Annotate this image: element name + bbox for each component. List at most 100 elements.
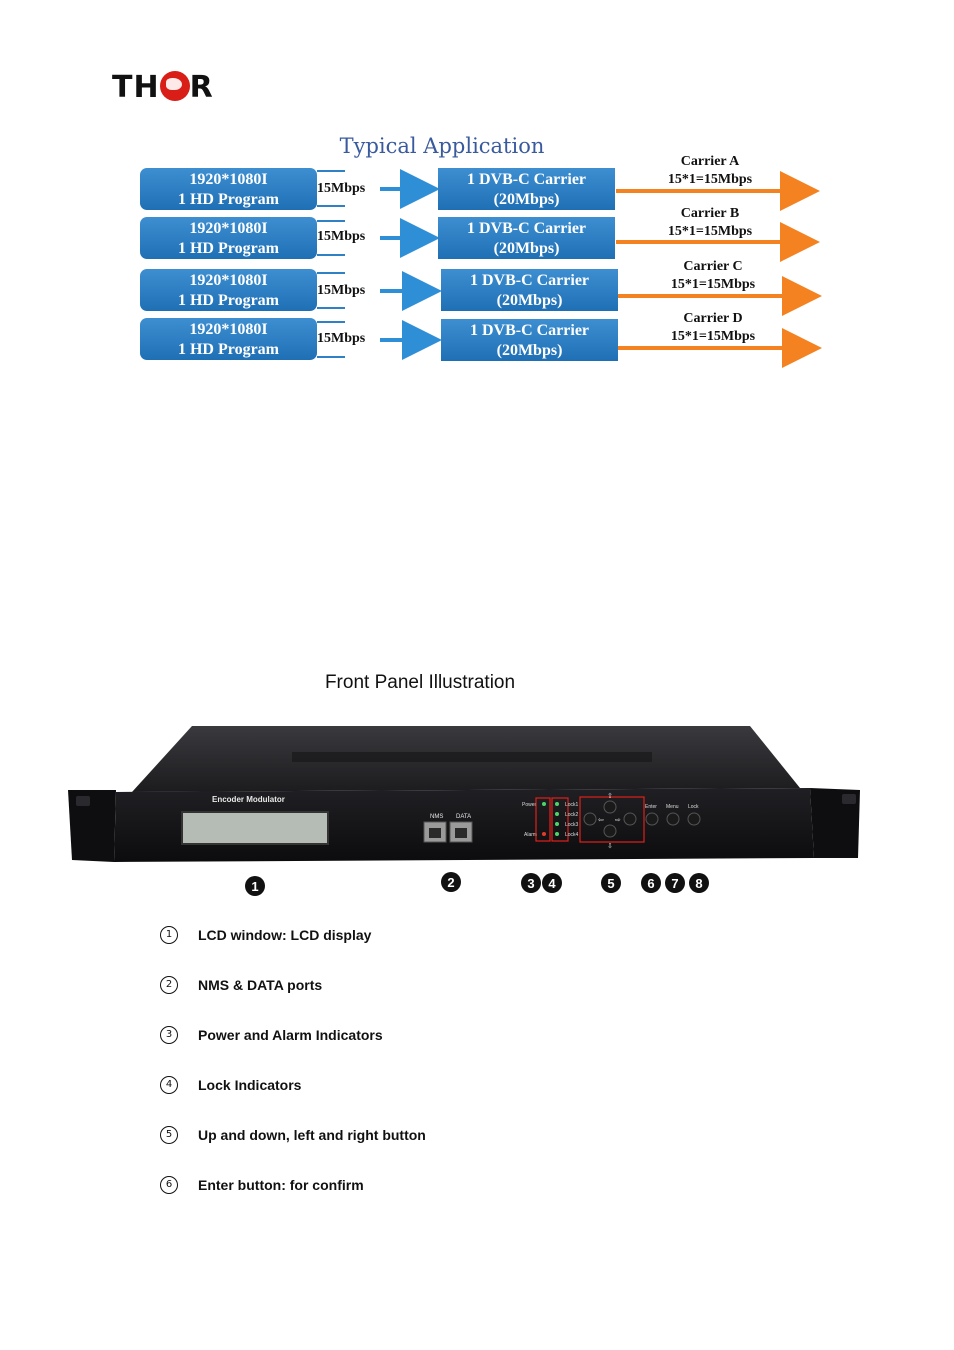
callout-7-label: 7: [671, 876, 678, 891]
program-count: 1 HD Program: [177, 240, 279, 257]
carrier-rate: (20Mbps): [493, 240, 560, 257]
rate-label-3: 15Mbps: [317, 283, 366, 298]
logo-text-right: R: [189, 70, 214, 105]
legend-number: 5: [160, 1126, 178, 1144]
up-arrow-icon: ⇧: [607, 792, 613, 800]
power-led: [542, 802, 546, 806]
port-label-data: DATA: [456, 814, 471, 820]
legend-text: Lock Indicators: [198, 1077, 302, 1093]
legend-item: 3 Power and Alarm Indicators: [160, 1026, 760, 1050]
carrier-box-2: 1 DVB-C Carrier (20Mbps): [438, 217, 615, 259]
carrier-label-4: Carrier D 15*1=15Mbps: [633, 310, 793, 346]
callout-3-label: 3: [527, 876, 534, 891]
led-label-alarm: Alarm: [524, 832, 537, 838]
carrier-label-1: Carrier A 15*1=15Mbps: [630, 153, 790, 189]
legend-item: 1 LCD window: LCD display: [160, 926, 760, 950]
device-label: Encoder Modulator: [212, 795, 285, 804]
right-arrow-icon: ⇨: [615, 816, 621, 824]
callout-box-5: [579, 796, 645, 843]
btn-label-menu: Menu: [666, 804, 679, 810]
lock-label-3: Lock3: [565, 822, 579, 828]
legend-item: 5 Up and down, left and right button: [160, 1126, 760, 1150]
carrier-rate: (20Mbps): [496, 292, 563, 309]
program-count: 1 HD Program: [177, 191, 279, 208]
legend-text: Power and Alarm Indicators: [198, 1027, 383, 1043]
carrier-formula: 15*1=15Mbps: [670, 329, 756, 344]
left-arrow-icon: ⇦: [598, 816, 604, 824]
carrier-type: 1 DVB-C Carrier: [469, 272, 590, 289]
legend-number: 2: [160, 976, 178, 994]
alarm-led: [542, 832, 546, 836]
program-count: 1 HD Program: [177, 341, 279, 358]
program-box-2: 1920*1080I 1 HD Program: [140, 217, 317, 259]
callout-1-label: 1: [251, 879, 258, 894]
callout-2-label: 2: [447, 875, 454, 890]
carrier-formula: 15*1=15Mbps: [667, 172, 753, 187]
callout-box-4: [551, 797, 569, 842]
program-resolution: 1920*1080I: [189, 321, 268, 338]
callout-5-label: 5: [607, 876, 614, 891]
lock-button: [687, 812, 701, 826]
row-2-arrows: [317, 218, 820, 262]
rate-label-2: 15Mbps: [317, 229, 366, 244]
down-arrow-icon: ⇩: [607, 842, 613, 850]
callout-5: [601, 873, 621, 893]
legend-text: NMS & DATA ports: [198, 977, 323, 993]
lock-label-1: Lock1: [565, 802, 579, 808]
callout-1: [245, 876, 265, 896]
carrier-type: 1 DVB-C Carrier: [466, 220, 587, 237]
flow-arrows: [317, 169, 822, 368]
carrier-rate: (20Mbps): [496, 342, 563, 359]
callout-3: [521, 873, 541, 893]
legend-item: 6 Enter button: for confirm: [160, 1176, 760, 1200]
carrier-box-3: 1 DVB-C Carrier (20Mbps): [441, 269, 618, 311]
row-3-arrows: [317, 271, 822, 316]
rate-label-1: 15Mbps: [317, 181, 366, 196]
callout-6: [641, 873, 661, 893]
legend-number: 1: [160, 926, 178, 944]
encoder-device-photo: Encoder Modulator NMS DATA Power Alarm L…: [68, 726, 860, 896]
legend-number: 3: [160, 1026, 178, 1044]
program-box-3: 1920*1080I 1 HD Program: [140, 269, 317, 311]
legend-number: 4: [160, 1076, 178, 1094]
port-label-nms: NMS: [430, 814, 443, 820]
carrier-box-4: 1 DVB-C Carrier (20Mbps): [441, 319, 618, 361]
callout-box-3: [535, 797, 551, 842]
carrier-type: 1 DVB-C Carrier: [469, 322, 590, 339]
carrier-name: Carrier A: [680, 154, 740, 169]
callout-4-label: 4: [548, 876, 556, 891]
carrier-name: Carrier D: [683, 311, 743, 326]
down-button: [603, 824, 617, 838]
btn-label-enter: Enter: [645, 804, 657, 810]
program-resolution: 1920*1080I: [189, 272, 268, 289]
carrier-name: Carrier C: [683, 259, 743, 274]
lcd-window: [181, 811, 329, 845]
rate-label-4: 15Mbps: [317, 331, 366, 346]
row-4-arrows: [317, 320, 822, 368]
logo-text-left: TH: [112, 70, 160, 105]
program-box-1: 1920*1080I 1 HD Program: [140, 168, 317, 210]
globe-icon: [159, 71, 190, 101]
thor-logo: TH R: [112, 68, 232, 108]
program-resolution: 1920*1080I: [189, 220, 268, 237]
callout-4: [542, 873, 562, 893]
carrier-name: Carrier B: [680, 206, 740, 221]
application-title: Typical Application: [339, 134, 545, 158]
carrier-type: 1 DVB-C Carrier: [466, 171, 587, 188]
legend-number: 6: [160, 1176, 178, 1194]
program-count: 1 HD Program: [177, 292, 279, 309]
legend-item: 2 NMS & DATA ports: [160, 976, 760, 1000]
menu-button: [666, 812, 680, 826]
carrier-formula: 15*1=15Mbps: [667, 224, 753, 239]
callout-7: [665, 873, 685, 893]
callout-6-label: 6: [647, 876, 654, 891]
program-box-4: 1920*1080I 1 HD Program: [140, 318, 317, 360]
right-button: [623, 812, 637, 826]
row-1-arrows: [317, 169, 820, 211]
led-label-power: Power: [522, 802, 537, 808]
vent-slots: [292, 752, 652, 762]
carrier-rate: (20Mbps): [493, 191, 560, 208]
program-resolution: 1920*1080I: [189, 171, 268, 188]
legend-text: LCD window: LCD display: [198, 927, 372, 943]
carrier-box-1: 1 DVB-C Carrier (20Mbps): [438, 168, 615, 210]
